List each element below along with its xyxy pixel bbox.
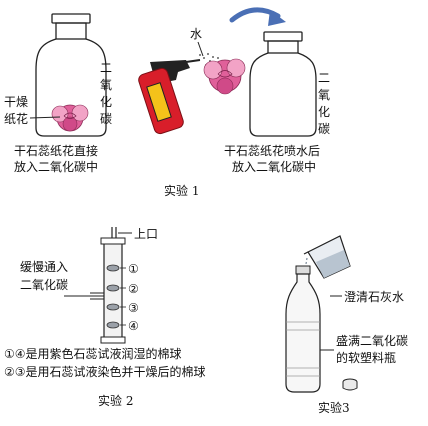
svg-text:二氧化碳: 二氧化碳: [20, 278, 68, 292]
svg-text:干燥: 干燥: [4, 95, 28, 109]
top-opening-label: 上口: [118, 227, 158, 241]
cotton-ball-3: [106, 303, 126, 311]
plastic-bottle: [285, 265, 321, 393]
svg-text:放入二氧化碳中: 放入二氧化碳中: [232, 159, 316, 174]
svg-text:盛满二氧化碳: 盛满二氧化碳: [336, 333, 408, 348]
svg-text:二: 二: [100, 61, 112, 75]
jar1-gas-label: 二 氧 化 碳: [100, 61, 112, 126]
co2-inlet-label: 缓慢通入 二氧化碳: [20, 260, 104, 300]
svg-text:干石蕊纸花直接: 干石蕊纸花直接: [14, 143, 98, 158]
dry-flower-label: 干燥 纸花: [4, 95, 61, 126]
bottle-label: 盛满二氧化碳 的软塑料瓶: [320, 333, 408, 365]
experiment-3-title: 实验3: [318, 400, 350, 415]
svg-text:化: 化: [100, 95, 112, 109]
cotton-ball-2: [106, 284, 126, 292]
limewater-beaker: [303, 235, 351, 279]
svg-text:氧: 氧: [318, 88, 330, 102]
jar-1: [35, 13, 107, 137]
limewater-label: 澄清石灰水: [330, 289, 404, 304]
svg-text:①: ①: [128, 262, 139, 276]
experiment-1-title: 实验 1: [164, 183, 199, 198]
experiment-2-notes: ①④是用紫色石蕊试液润湿的棉球 ②③是用石蕊试液染色并干燥后的棉球: [4, 346, 206, 379]
svg-text:水: 水: [190, 27, 202, 41]
svg-text:澄清石灰水: 澄清石灰水: [344, 289, 404, 304]
svg-text:③: ③: [128, 301, 139, 315]
curved-arrow-icon: [229, 7, 286, 26]
svg-text:放入二氧化碳中: 放入二氧化碳中: [14, 159, 98, 174]
caption-1: 干石蕊纸花直接 放入二氧化碳中: [14, 143, 98, 174]
svg-text:碳: 碳: [100, 112, 112, 126]
spray-bottle-icon: [138, 59, 201, 135]
jar-2: [249, 31, 317, 137]
svg-text:纸花: 纸花: [4, 111, 28, 126]
jar2-gas-label: 二 氧 化 碳: [318, 71, 330, 136]
svg-text:②③是用石蕊试液染色并干燥后的棉球: ②③是用石蕊试液染色并干燥后的棉球: [4, 364, 206, 379]
cotton-ball-1: [106, 264, 126, 272]
svg-text:碳: 碳: [318, 122, 330, 136]
svg-text:氧: 氧: [100, 78, 112, 92]
sprayed-paper-flower: [203, 58, 246, 95]
svg-text:④: ④: [128, 319, 139, 333]
caption-2: 干石蕊纸花喷水后 放入二氧化碳中: [224, 143, 320, 174]
svg-text:②: ②: [128, 282, 139, 296]
svg-text:上口: 上口: [134, 227, 158, 241]
bottle-cap: [342, 378, 358, 391]
svg-text:干石蕊纸花喷水后: 干石蕊纸花喷水后: [224, 143, 320, 158]
water-label: 水: [190, 27, 204, 57]
svg-text:的软塑料瓶: 的软塑料瓶: [336, 350, 396, 365]
svg-text:二: 二: [318, 71, 330, 85]
ball-number-labels: ① ② ③ ④: [128, 262, 139, 333]
dry-paper-flower: [51, 104, 89, 132]
svg-text:缓慢通入: 缓慢通入: [20, 260, 68, 274]
experiment-2-title: 实验 2: [98, 393, 133, 408]
cotton-ball-4: [106, 321, 126, 329]
svg-text:化: 化: [318, 105, 330, 119]
svg-text:①④是用紫色石蕊试液润湿的棉球: ①④是用紫色石蕊试液润湿的棉球: [4, 346, 182, 361]
